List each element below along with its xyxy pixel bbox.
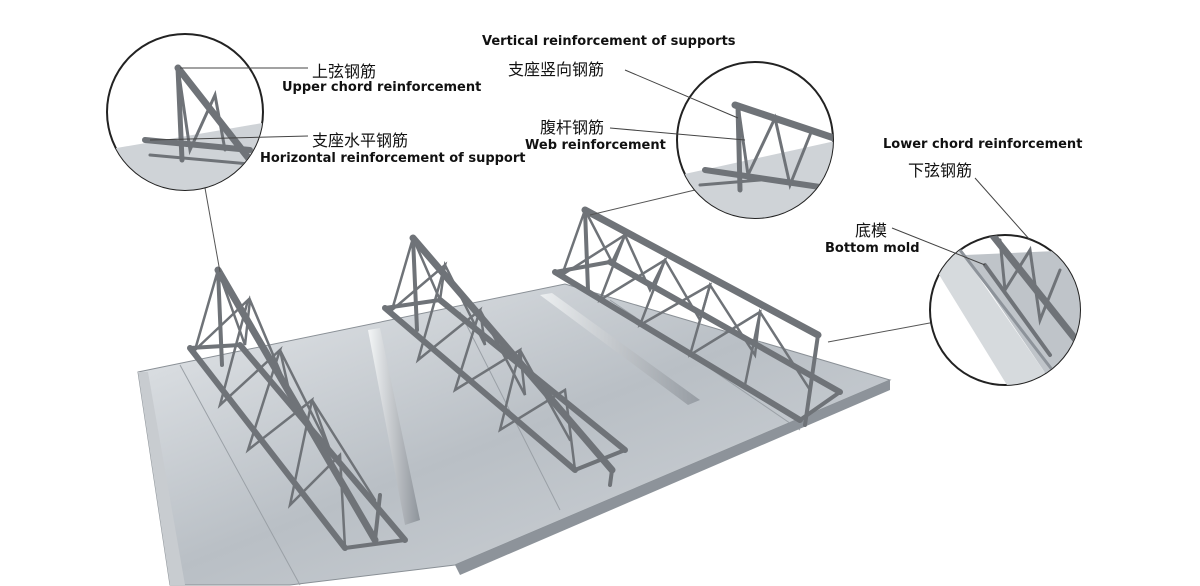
bottom-mold-label-en: Bottom mold — [825, 241, 920, 256]
upper-chord-label-en: Upper chord reinforcement — [282, 80, 482, 95]
lower-chord-label-zh: 下弦钢筋 — [908, 161, 973, 180]
steel-truss-right — [552, 206, 843, 427]
bottom-mold-label-zh: 底模 — [855, 221, 888, 240]
steel-truss-left — [187, 266, 408, 551]
lower-chord-label-en: Lower chord reinforcement — [883, 137, 1083, 152]
support-vertical-label-zh: 支座竖向钢筋 — [508, 60, 605, 79]
detail-circle-top-middle — [676, 61, 834, 219]
web-label-en: Web reinforcement — [525, 138, 666, 153]
support-horizontal-label-en: Horizontal reinforcement of support — [260, 151, 526, 166]
label-leader-lines — [149, 67, 1031, 266]
support-vertical-label-en: Vertical reinforcement of supports — [482, 34, 736, 49]
web-label-zh: 腹杆钢筋 — [540, 118, 605, 137]
detail-circle-right — [929, 234, 1081, 386]
callout-connectors — [204, 187, 936, 343]
detail-circle-upper-left — [106, 33, 264, 191]
upper-chord-label-zh: 上弦钢筋 — [312, 62, 377, 81]
steel-truss-middle — [382, 234, 628, 487]
support-horizontal-label-zh: 支座水平钢筋 — [312, 131, 409, 150]
